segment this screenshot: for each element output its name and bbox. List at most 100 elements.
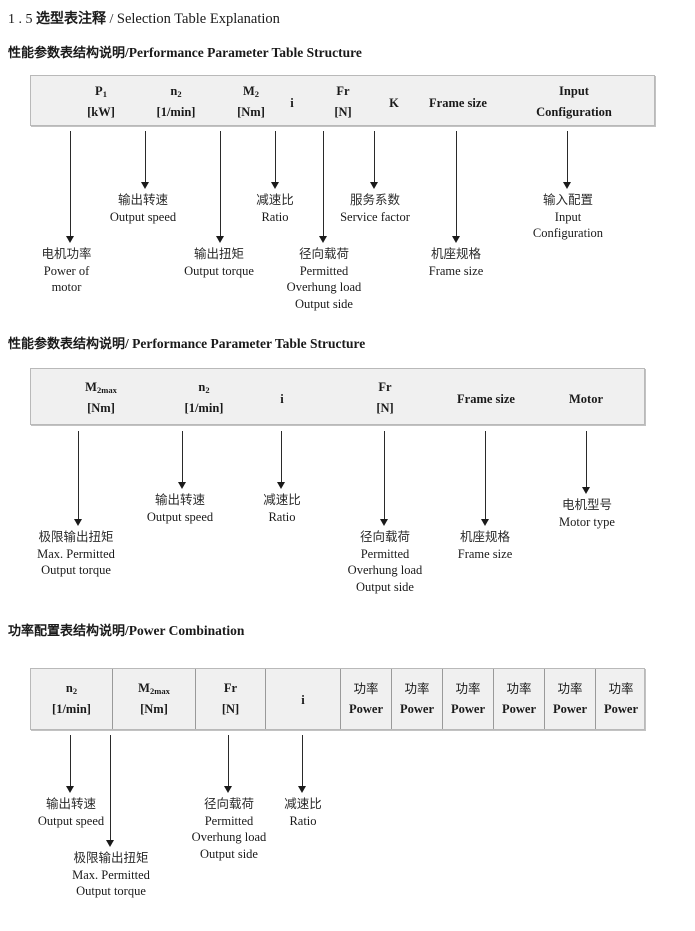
callout-label-2-4-en-0: Frame size bbox=[457, 546, 513, 561]
callout-arrow-2-1 bbox=[178, 431, 187, 489]
table-1-col-1-symbol: n bbox=[170, 84, 178, 98]
callout-label-1-0-cn: 电机功率 bbox=[41, 246, 92, 261]
table-2-col-0-symbol: M bbox=[85, 380, 97, 394]
callout-label-1-4-en-0: Permitted bbox=[299, 263, 349, 278]
callout-arrow-1-7 bbox=[563, 131, 572, 189]
callout-arrow-2-5 bbox=[582, 431, 591, 494]
table-1-col-7-unit: Configuration bbox=[536, 104, 612, 119]
callout-arrow-2-2 bbox=[277, 431, 286, 489]
callout-label-1-2-cn: 输出扭矩 bbox=[193, 246, 244, 261]
table-1-col-5: K bbox=[352, 96, 436, 111]
callout-label-1-4: 径向载荷 Permitted Overhung load Output side bbox=[272, 246, 376, 312]
table-1-col-0-unit: [kW] bbox=[87, 104, 115, 119]
table-3-divider-7 bbox=[544, 669, 545, 729]
table-3-divider-4 bbox=[391, 669, 392, 729]
section-2-heading: 性能参数表结构说明/ Performance Parameter Table S… bbox=[8, 337, 365, 351]
table-3-col-9-symbol: 功率 bbox=[608, 681, 634, 696]
table-3-col-1: M2max [Nm] bbox=[113, 681, 195, 717]
table-3-col-6-symbol: 功率 bbox=[455, 681, 481, 696]
performance-parameter-table-1: P1 [kW] n2 [1/min] M2 [Nm] i Fr [N] K Fr… bbox=[30, 75, 655, 126]
table-3-col-0: n2 [1/min] bbox=[31, 681, 112, 717]
table-1-col-2: M2 [Nm] bbox=[209, 84, 293, 120]
table-1-col-6-symbol: Frame size bbox=[429, 96, 487, 110]
table-1-col-0-symbol: P bbox=[95, 84, 103, 98]
table-1-col-6: Frame size bbox=[403, 96, 513, 111]
callout-arrow-2-4 bbox=[481, 431, 490, 526]
section-1-heading-en: Performance Parameter Table Structure bbox=[128, 45, 362, 60]
callout-label-1-2-en-0: Output torque bbox=[184, 263, 254, 278]
callout-label-2-3: 径向载荷 Permitted Overhung load Output side bbox=[333, 529, 437, 595]
callout-label-1-3-cn: 减速比 bbox=[256, 192, 294, 207]
callout-label-2-0-en-0: Max. Permitted bbox=[37, 546, 115, 561]
table-1-col-2-unit: [Nm] bbox=[237, 104, 265, 119]
callout-arrow-1-6 bbox=[452, 131, 461, 243]
callout-label-1-1: 输出转速 Output speed bbox=[93, 192, 193, 225]
table-1-col-7: Input Configuration bbox=[509, 84, 639, 120]
callout-label-3-3: 减速比 Ratio bbox=[259, 796, 347, 829]
callout-label-2-1: 输出转速 Output speed bbox=[130, 492, 230, 525]
callout-label-2-3-en-0: Permitted bbox=[360, 546, 410, 561]
callout-arrow-1-3 bbox=[271, 131, 280, 189]
table-3-col-7-unit: Power bbox=[501, 701, 536, 716]
table-1-col-1-sub: 2 bbox=[177, 89, 182, 99]
callout-label-3-0: 输出转速 Output speed bbox=[21, 796, 121, 829]
section-3-heading-cn: 功率配置表结构说明 bbox=[8, 624, 126, 639]
callout-label-1-7: 输入配置 Input Configuration bbox=[513, 192, 623, 242]
table-3-col-5-symbol: 功率 bbox=[404, 681, 430, 696]
table-3-divider-8 bbox=[595, 669, 596, 729]
callout-label-1-1-en-0: Output speed bbox=[109, 209, 177, 224]
table-3-col-8: 功率 Power bbox=[545, 682, 595, 717]
callout-label-2-1-cn: 输出转速 bbox=[154, 492, 205, 507]
callout-arrow-3-1 bbox=[106, 735, 115, 847]
table-2-col-1-unit: [1/min] bbox=[184, 400, 224, 415]
table-3-col-1-symbol: M bbox=[138, 681, 150, 695]
callout-label-2-1-en-0: Output speed bbox=[146, 509, 214, 524]
table-3-col-0-symbol: n bbox=[65, 681, 73, 695]
table-3-col-5-unit: Power bbox=[399, 701, 434, 716]
callout-label-2-0-en-1: Output torque bbox=[41, 563, 111, 577]
callout-label-1-7-cn: 输入配置 bbox=[542, 192, 593, 207]
table-2-col-5: Motor bbox=[536, 392, 636, 407]
title-separator: / bbox=[109, 12, 114, 27]
callout-label-1-5: 服务系数 Service factor bbox=[318, 192, 432, 225]
callout-label-1-0-en-0: Power of bbox=[43, 263, 90, 278]
callout-arrow-1-5 bbox=[370, 131, 379, 189]
table-3-col-1-sub: 2max bbox=[149, 686, 170, 696]
callout-arrow-1-0 bbox=[66, 131, 75, 243]
callout-label-2-2: 减速比 Ratio bbox=[238, 492, 326, 525]
table-2-col-2-symbol: i bbox=[280, 392, 284, 406]
callout-label-3-2-en-2: Output side bbox=[200, 846, 258, 861]
table-3-col-2-symbol: Fr bbox=[223, 681, 238, 695]
table-1-col-1-unit: [1/min] bbox=[156, 104, 196, 119]
callout-label-2-2-cn: 减速比 bbox=[263, 492, 301, 507]
page-title-en: Selection Table Explanation bbox=[116, 11, 280, 27]
table-3-divider-5 bbox=[442, 669, 443, 729]
callout-label-1-7-en-1: Configuration bbox=[532, 226, 604, 240]
section-1-heading: 性能参数表结构说明/Performance Parameter Table St… bbox=[8, 46, 362, 60]
callout-label-2-3-cn: 径向载荷 bbox=[359, 529, 410, 544]
callout-label-3-0-cn: 输出转速 bbox=[45, 796, 96, 811]
table-2-col-1-symbol: n bbox=[198, 380, 206, 394]
table-1-col-0-sub: 1 bbox=[102, 89, 107, 99]
section-3-heading-sep: / bbox=[125, 623, 129, 638]
callout-label-1-1-cn: 输出转速 bbox=[117, 192, 168, 207]
table-2-col-4-symbol: Frame size bbox=[457, 392, 515, 406]
callout-label-1-3: 减速比 Ratio bbox=[231, 192, 319, 225]
table-2-col-4: Frame size bbox=[431, 392, 541, 407]
table-3-col-4-unit: Power bbox=[348, 701, 383, 716]
table-1-col-3: i bbox=[250, 96, 334, 111]
table-1-col-1: n2 [1/min] bbox=[134, 84, 218, 120]
table-2-col-3-symbol: Fr bbox=[378, 380, 392, 394]
table-2-col-0: M2max [Nm] bbox=[53, 380, 149, 416]
table-1-col-4: Fr [N] bbox=[301, 84, 385, 120]
callout-label-1-0: 电机功率 Power of motor bbox=[14, 246, 119, 296]
callout-label-1-5-cn: 服务系数 bbox=[349, 192, 400, 207]
callout-label-3-2-en-0: Permitted bbox=[204, 813, 254, 828]
table-3-col-6: 功率 Power bbox=[443, 682, 493, 717]
callout-label-1-6: 机座规格 Frame size bbox=[408, 246, 504, 279]
table-3-col-7: 功率 Power bbox=[494, 682, 544, 717]
callout-label-2-0-cn: 极限输出扭矩 bbox=[38, 529, 114, 544]
table-1-col-3-symbol: i bbox=[290, 96, 294, 110]
callout-arrow-1-4 bbox=[319, 131, 328, 243]
callout-label-3-2-en-1: Overhung load bbox=[191, 830, 267, 844]
